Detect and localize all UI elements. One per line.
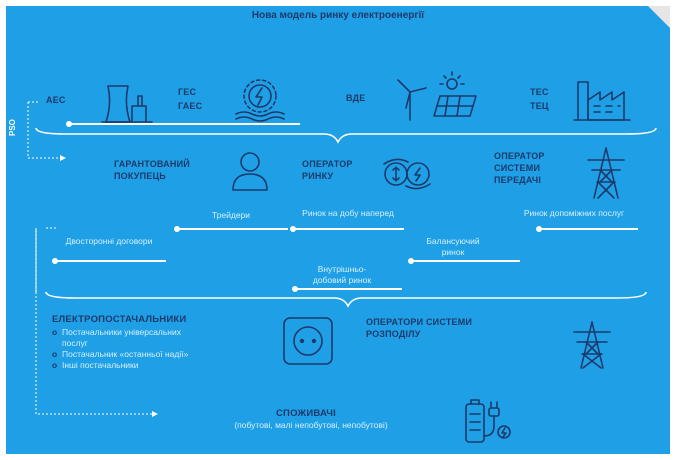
hydro-plant-icon (235, 79, 285, 122)
supplier-item: Постачальники універсальних послуг (62, 327, 182, 348)
list-bullet: o (52, 327, 58, 337)
balancing-line-dot (408, 258, 414, 264)
gaes-label: ГАЕС (178, 101, 203, 111)
diagram-title: Нова модель ринку електроенергії (251, 10, 425, 21)
distribution-operators-label: ОПЕРАТОРИ СИСТЕМИ РОЗПОДІЛУ (366, 317, 473, 339)
power-socket-icon (283, 317, 333, 365)
nuclear-plant-icon (101, 85, 153, 123)
ges-label: ГЕС (178, 87, 197, 97)
suppliers-heading: ЕЛЕКТРОПОСТАЧАЛЬНИКИ (52, 314, 187, 325)
list-bullet: o (52, 360, 58, 370)
battery-plug-icon (465, 399, 511, 443)
transmission-operator-label: ОПЕРАТОР СИСТЕМИ ПЕРЕДАЧІ (494, 151, 545, 185)
currency-exchange-icon (383, 158, 431, 190)
bilateral-line (56, 260, 166, 262)
vde-label: ВДЕ (346, 93, 366, 103)
thermal-plant-icon (573, 81, 631, 121)
guaranteed-buyer-label: ГАРАНТОВАНИЙ ПОКУПЕЦЬ (114, 159, 190, 181)
tec-label: ТЕЦ (530, 101, 549, 111)
bilateral-contracts-label: Двосторонні договори (65, 236, 153, 246)
day-ahead-market-label: Ринок на добу наперед (302, 208, 394, 218)
renewables-icon (397, 71, 477, 121)
markets-brace (45, 291, 647, 308)
intraday-line (296, 288, 402, 290)
traders-label: Трейдери (211, 210, 251, 220)
transmission-tower-icon (587, 147, 625, 199)
intraday-market-label: Внутрішньо-добовий ринок (312, 264, 372, 285)
aes-label: АЕС (46, 95, 66, 105)
person-icon (232, 152, 268, 191)
list-bullet: o (52, 349, 58, 359)
ancillary-line-dot (536, 226, 542, 232)
balancing-market-label: Балансуючий ринок (426, 236, 480, 257)
supplier-item: Інші постачальники (62, 360, 139, 370)
generation-line-dot (66, 121, 72, 127)
list-item: o Постачальник «останньої надії» (52, 349, 202, 360)
generation-line (70, 123, 300, 125)
supplier-item: Постачальник «останньої надії» (62, 349, 189, 359)
consumers-heading: СПОЖИВАЧІ (276, 408, 337, 419)
ancillary-line (540, 228, 638, 230)
market-operator-label: ОПЕРАТОР РИНКУ (302, 159, 353, 181)
balancing-line (412, 260, 520, 262)
distribution-tower-icon (573, 321, 611, 369)
intraday-line-dot (292, 286, 298, 292)
list-item: o Інші постачальники (52, 360, 202, 371)
traders-line-dot (174, 226, 180, 232)
consumers-subtitle: (побутові, малі непобутові, непобутові) (234, 420, 388, 430)
traders-line (178, 228, 288, 230)
bilateral-line-dot (52, 258, 58, 264)
generation-brace (35, 127, 657, 144)
tes-label: ТЕС (530, 87, 549, 97)
list-item: o Постачальники універсальних послуг (52, 327, 202, 349)
ancillary-services-market-label: Ринок допоміжних послуг (523, 208, 625, 218)
day-ahead-line (294, 228, 404, 230)
day-ahead-line-dot (290, 226, 296, 232)
diagram-panel: Нова модель ринку електроенергії PSO АЕС… (6, 6, 670, 454)
